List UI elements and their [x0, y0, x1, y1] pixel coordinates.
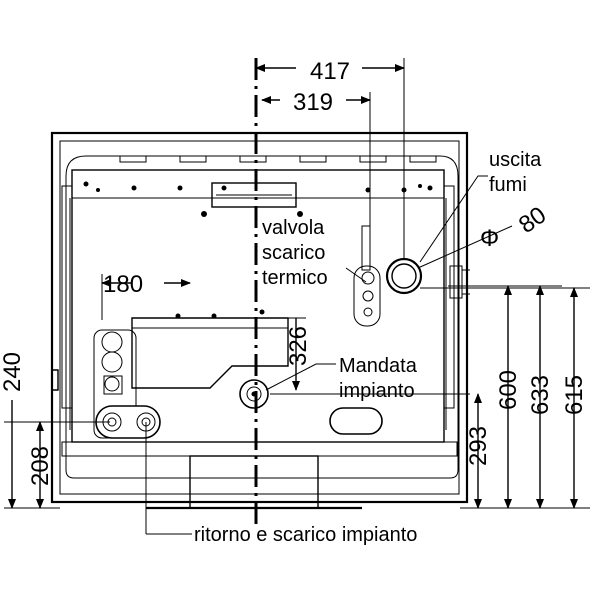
diameter-symbol: Φ [480, 225, 499, 252]
dim-319-label: 319 [293, 89, 333, 116]
label-impianto: impianto [339, 380, 415, 402]
dimension-326: 326 [285, 317, 312, 391]
label-ritorno: ritorno e scarico impianto [194, 524, 417, 546]
label-mandata: Mandata [339, 355, 418, 377]
hydraulic-group [93, 317, 383, 439]
dimension-293: 293 [465, 393, 492, 509]
dim-293-label: 293 [465, 426, 492, 466]
dimension-319: 319 [261, 89, 371, 116]
dimension-600: 600 [495, 285, 522, 509]
dimension-180: 180 [101, 271, 191, 320]
dimension-417: 417 [255, 58, 405, 85]
boiler-casing [50, 131, 470, 510]
dimension-208: 208 [27, 421, 54, 509]
leader-lines [146, 175, 488, 535]
dimension-240: 240 [0, 352, 110, 509]
dim-633-label: 633 [527, 375, 554, 415]
label-uscita: uscita [489, 149, 542, 171]
dimension-633: 633 [527, 285, 554, 509]
label-valvola: valvola [262, 217, 325, 239]
label-termico: termico [262, 267, 328, 289]
flue-outlet-assembly [353, 225, 423, 327]
dim-615-label: 615 [561, 375, 588, 415]
dimension-615: 615 [561, 287, 588, 509]
dim-80-label: 80 [514, 201, 551, 238]
dim-600-label: 600 [495, 370, 522, 410]
dim-180-label: 180 [103, 271, 143, 298]
dim-208-label: 208 [27, 446, 54, 486]
dim-417-label: 417 [310, 58, 350, 85]
dim-326-label: 326 [285, 326, 312, 366]
label-fumi: fumi [489, 174, 527, 196]
label-scarico: scarico [262, 242, 325, 264]
dim-240-label: 240 [0, 352, 26, 392]
